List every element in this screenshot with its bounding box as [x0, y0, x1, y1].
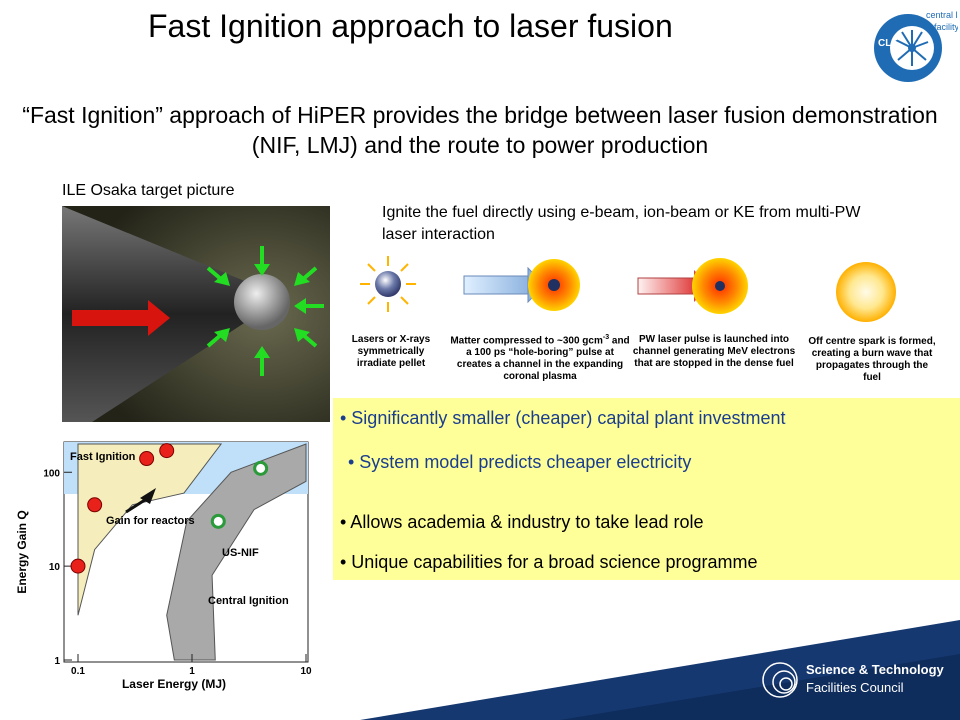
footer-band: [360, 620, 960, 720]
annotation-central: Central Ignition: [208, 595, 289, 607]
step1-caption: Lasers or X-rays symmetrically irradiate…: [351, 334, 431, 369]
region-central-ignition: [166, 443, 307, 661]
step4-caption: Off centre spark is formed, creating a b…: [808, 336, 936, 383]
gain-arrow-shaft: [125, 496, 149, 514]
bullet-academia: • Allows academia & industry to take lea…: [340, 512, 704, 532]
gain-chart: 0.1 1 10 1 10 100 Fast Ignition Gain for reac…: [15, 441, 312, 691]
x-tick-label-0: 0.1: [71, 666, 85, 677]
point-fast-1: [87, 497, 103, 513]
point-fast-0: [70, 558, 86, 574]
y-axis-label: Energy Gain Q: [15, 510, 29, 593]
annotation-gain: Gain for reactors: [106, 515, 195, 527]
ignite-text: Ignite the fuel directly using e-beam, i…: [382, 204, 861, 243]
stage3-pw-pulse: [637, 258, 748, 314]
clf-line2: facility: [934, 22, 958, 32]
osaka-caption: ILE Osaka target picture: [62, 182, 235, 199]
page-title: Fast Ignition approach to laser fusion: [148, 8, 673, 44]
subtitle: “Fast Ignition” approach of HiPER provid…: [22, 102, 938, 158]
stage4-burn: [836, 262, 896, 322]
benefits-box: [333, 398, 960, 580]
point-central-0: [210, 513, 226, 529]
annotation-usnif: US-NIF: [222, 547, 259, 559]
x-axis-label: Laser Energy (MJ): [122, 677, 226, 691]
x-tick-label-1: 1: [189, 666, 195, 677]
target-photo: [62, 206, 330, 422]
clf-logo: CLF central laser facility: [874, 10, 958, 82]
y-tick-label-1: 10: [49, 562, 61, 573]
region-fast-ignition: [77, 443, 223, 616]
y-tick-label-2: 100: [43, 468, 60, 479]
stfc-swirl-icon: [762, 662, 798, 698]
stage1-pellet: [360, 256, 416, 312]
stage2-compression: [463, 259, 580, 311]
bullet-electricity: • System model predicts cheaper electric…: [348, 452, 692, 472]
stfc-line2: Facilities Council: [806, 680, 904, 695]
stfc-logo: Science & Technology Facilities Council: [760, 652, 956, 712]
y-tick-label-0: 1: [54, 656, 60, 667]
clf-line1: central laser: [926, 10, 958, 20]
bullet-capabilities: • Unique capabilities for a broad scienc…: [340, 552, 758, 572]
step3-caption: PW laser pulse is launched into channel …: [632, 334, 796, 369]
step2-caption: Matter compressed to ~300 gcm-3 and a 10…: [450, 334, 630, 383]
point-central-1: [253, 460, 269, 476]
point-fast-2: [139, 451, 155, 467]
point-fast-3: [159, 443, 175, 459]
annotation-fast: Fast Ignition: [70, 451, 136, 463]
x-tick-label-2: 10: [300, 666, 312, 677]
ignition-sequence: [360, 256, 896, 322]
stfc-line1: Science & Technology: [806, 662, 944, 677]
bullet-capital: • Significantly smaller (cheaper) capita…: [340, 408, 786, 428]
clf-monogram: CLF: [878, 38, 897, 49]
